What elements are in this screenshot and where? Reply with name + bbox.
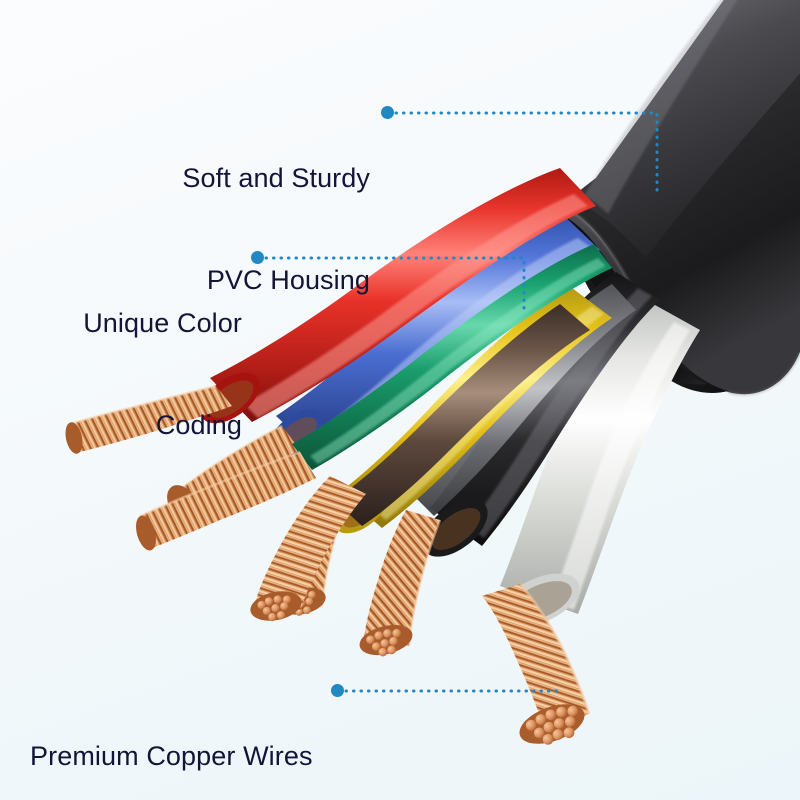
callout-label-color-coding: Unique Color Coding: [78, 238, 242, 510]
brown-wire: [334, 304, 590, 526]
callout-dot-copper-wires: [331, 684, 344, 697]
copper-strand-faces-black: [359, 624, 413, 657]
callout-pvc-housing-line2: PVC Housing: [206, 265, 370, 296]
callout-color-coding-line1: Unique Color: [83, 308, 242, 339]
copper-bundle-center: [250, 476, 366, 622]
black-wire: [359, 272, 660, 657]
callout-dot-color-coding: [251, 251, 264, 264]
copper-strand-faces-white: [519, 704, 585, 745]
green-wire: [292, 244, 612, 470]
callout-copper-wires-line1: Premium Copper Wires: [30, 741, 313, 772]
copper-strand-faces-red: [65, 422, 83, 454]
callout-dot-pvc-housing: [381, 106, 394, 119]
white-wire: [482, 300, 700, 745]
callout-label-copper-wires: Premium Copper Wires: [30, 671, 320, 800]
callout-label-pvc-housing: Soft and Sturdy PVC Housing: [172, 93, 370, 365]
copper-strand-faces-center: [250, 591, 302, 622]
callout-pvc-housing-line1: Soft and Sturdy: [182, 163, 370, 194]
copper-bundle-middle: [136, 450, 316, 551]
callout-color-coding-line2: Coding: [155, 410, 242, 441]
